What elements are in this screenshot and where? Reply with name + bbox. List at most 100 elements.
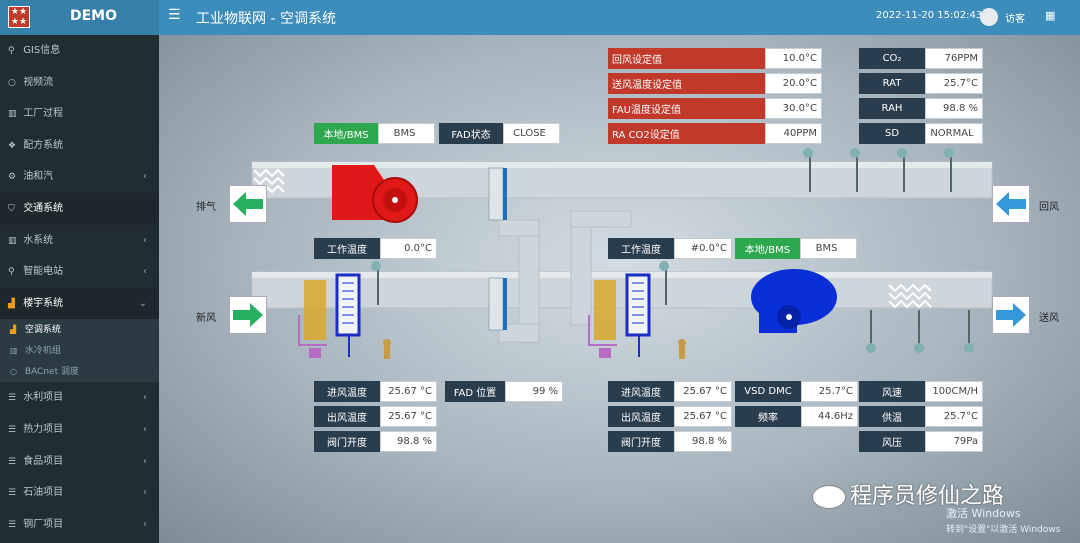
sidebar-item-factory[interactable]: ▥ 工厂过程 (0, 98, 159, 130)
page-title: 工业物联网 - 空调系统 (196, 11, 336, 27)
chevron-left-icon: ‹ (143, 171, 147, 183)
sidebar: ⚲ GIS信息 ○ 视频流 ▥ 工厂过程 ❖ 配方系统 ⚙ 油和汽 ‹ ⛉ 交通系… (0, 35, 159, 543)
sidebar-item-label: 水系统 (23, 234, 54, 246)
logo-icon: ★★★★ (8, 6, 30, 28)
bar-chart-icon: ▥ (8, 235, 17, 246)
logo-area: ★★★★ DEMO (0, 0, 159, 35)
sidebar-item-label: 视频流 (23, 76, 54, 88)
chevron-left-icon: ‹ (143, 518, 147, 530)
exhaust-arrow (229, 185, 267, 223)
sidebar-item-gis[interactable]: ⚲ GIS信息 (0, 35, 159, 67)
user-name[interactable]: 访客 (1005, 14, 1025, 25)
sidebar-subitem-label: BACnet 调度 (24, 367, 79, 378)
duct-diagram (251, 148, 993, 359)
sidebar-item-video[interactable]: ○ 视频流 (0, 67, 159, 99)
sidebar-item-oil-gas[interactable]: ⚙ 油和汽 ‹ (0, 161, 159, 193)
sidebar-item-recipe[interactable]: ❖ 配方系统 (0, 130, 159, 162)
setpoint-ra-co2: RA CO2设定值 40PPM (608, 123, 822, 144)
supply-fan (751, 269, 837, 333)
sidebar-item-label: 水利项目 (23, 392, 64, 404)
arrow-left-icon (233, 192, 263, 216)
setpoint-return-air: 回风设定值 10.0°C (608, 48, 822, 69)
vsd-dmc: VSD DMC 25.7°C (735, 381, 858, 402)
supply-working-temp: 工作温度 #0.0°C (608, 238, 732, 259)
sidebar-item-label: 钢厂项目 (23, 518, 64, 530)
map-marker-icon: ⚲ (8, 46, 15, 56)
sidebar-subitem-bacnet[interactable]: ○ BACnet 调度 (0, 361, 159, 383)
cogs-icon: ⚙ (8, 172, 17, 183)
area-chart-icon: ▟ (10, 325, 17, 335)
sliders-icon: ☰ (8, 456, 17, 467)
menu-toggle-icon[interactable]: ☰ (168, 7, 181, 23)
exhaust-label: 排气 (196, 202, 216, 213)
sidebar-subitem-chiller[interactable]: ▥ 水冷机组 (0, 340, 159, 362)
mode-switch-top[interactable]: 本地/BMS BMS (314, 123, 435, 144)
circle-icon: ○ (10, 367, 17, 377)
arrow-left-icon (996, 192, 1026, 216)
sidebar-subitem-label: 空调系统 (24, 325, 61, 336)
sidebar-item-building[interactable]: ▟ 楼宇系统⌄ (0, 287, 159, 320)
sidebar-item-label: 食品项目 (23, 455, 64, 467)
bar-chart-icon: ▥ (8, 109, 17, 120)
sidebar-item-label: 智能电站 (23, 266, 64, 278)
apps-grid-icon[interactable]: ▦ (1045, 9, 1056, 22)
arrow-right-icon (996, 303, 1026, 327)
sidebar-item-label: 交通系统 (23, 202, 64, 214)
shield-icon: ⛉ (8, 203, 15, 214)
return-sensors (803, 148, 954, 192)
fresh-damper (488, 277, 507, 331)
sidebar-item-petroleum[interactable]: ☰ 石油项目‹ (0, 477, 159, 509)
sensor-rah: RAH 98.8 % (859, 98, 983, 119)
mode-switch-supply[interactable]: 本地/BMS BMS (735, 238, 857, 259)
sidebar-item-heat[interactable]: ☰ 热力项目‹ (0, 414, 159, 446)
chevron-left-icon: ‹ (143, 266, 147, 278)
avatar[interactable] (980, 8, 998, 26)
sidebar-item-water[interactable]: ▥ 水系统 ‹ (0, 225, 159, 257)
exhaust-working-temp: 工作温度 0.0°C (314, 238, 437, 259)
hvac-schematic: 排气 回风 新风 送风 回风设定值 10.0°C 送风温度设定值 20.0°C … (159, 35, 1080, 543)
area-chart-icon: ▟ (8, 298, 15, 309)
supply-louver (888, 283, 932, 309)
sidebar-item-label: 楼宇系统 (23, 297, 64, 309)
fad-status: FAD状态 CLOSE (439, 123, 560, 144)
chevron-left-icon: ‹ (143, 455, 147, 467)
watermark: 程序员修仙之路 (812, 478, 1004, 510)
sliders-icon: ☰ (8, 393, 17, 404)
sidebar-item-label: 油和汽 (23, 171, 54, 183)
sidebar-item-food[interactable]: ☰ 食品项目 ‹ (0, 446, 159, 478)
return-damper (488, 167, 507, 221)
bar-chart-icon: ▥ (10, 346, 18, 356)
sidebar-item-steel[interactable]: ☰ 钢厂项目‹ (0, 509, 159, 541)
fad-position: FAD 位置 99 % (445, 381, 563, 402)
supply-air-arrow (992, 296, 1030, 334)
left-inlet-temp: 进风温度 25.67 °C (314, 381, 437, 402)
left-valve-opening: 阀门开度 98.8 % (314, 431, 437, 452)
sidebar-subitem-label: 水冷机组 (24, 346, 61, 357)
fresh-air-label: 新风 (196, 313, 216, 324)
fresh-air-arrow (229, 296, 267, 334)
chevron-left-icon: ‹ (143, 234, 147, 246)
exhaust-fan (332, 165, 418, 223)
chevron-left-icon: ‹ (143, 392, 147, 404)
sidebar-item-label: GIS信息 (23, 45, 61, 56)
sliders-icon: ☰ (8, 488, 17, 499)
app-name: DEMO (70, 8, 118, 24)
sidebar-subitem-hvac[interactable]: ▟ 空调系统 (0, 319, 159, 341)
mid-outlet-temp: 出风温度 25.67 °C (608, 406, 732, 427)
clock: 2022-11-20 15:02:43 (876, 10, 983, 21)
sidebar-item-label: 配方系统 (23, 139, 64, 151)
sidebar-item-label: 热力项目 (23, 423, 64, 435)
return-air-arrow (992, 185, 1030, 223)
sensor-co2: CO₂ 76PPM (859, 48, 983, 69)
setpoint-supply-temp: 送风温度设定值 20.0°C (608, 73, 822, 94)
sensor-rat: RAT 25.7°C (859, 73, 983, 94)
sidebar-item-power[interactable]: ⚲ 智能电站 ‹ (0, 256, 159, 288)
middle-filter (588, 261, 686, 359)
circle-icon: ○ (8, 77, 16, 88)
supply-air-label: 送风 (1039, 313, 1059, 324)
sidebar-item-traffic[interactable]: ⛉ 交通系统 (0, 192, 159, 225)
map-marker-icon: ⚲ (8, 267, 15, 278)
sidebar-item-label: 工厂过程 (23, 108, 64, 120)
sidebar-item-hydro[interactable]: ☰ 水利项目 ‹ (0, 382, 159, 414)
air-pressure: 风压 79Pa (859, 431, 983, 452)
